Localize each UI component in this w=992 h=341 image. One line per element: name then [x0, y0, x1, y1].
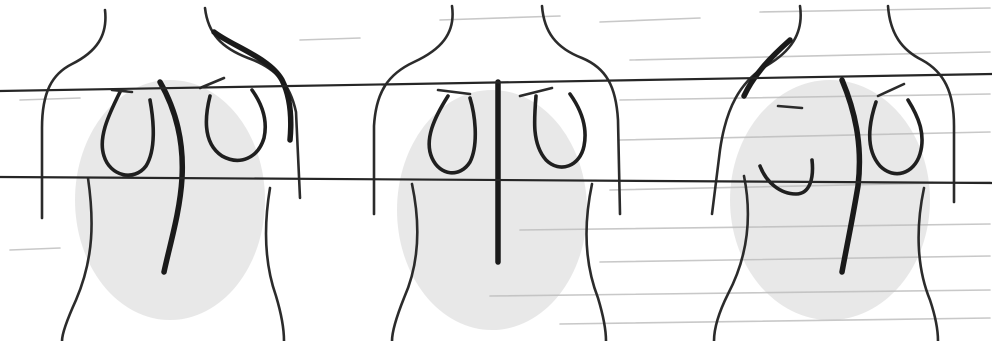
- left-figure-waist-right: [266, 188, 284, 341]
- left-figure-scapula-edge-left: [112, 90, 132, 92]
- right-figure-scapula-edge-right: [878, 84, 904, 96]
- middle-figure-scapula-edge-left: [438, 90, 470, 94]
- torso-shading: [75, 80, 930, 330]
- right-figure-shoulder-slope: [744, 40, 790, 96]
